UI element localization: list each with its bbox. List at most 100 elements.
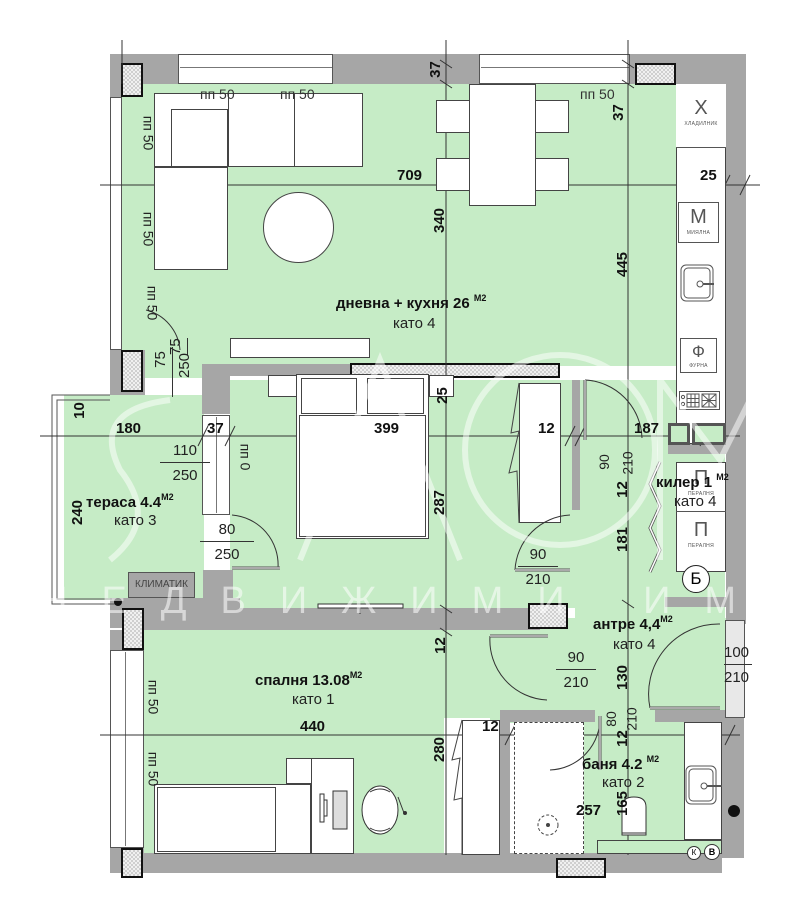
bath-left-wall [500,710,510,855]
room-bathroom-name: баня 4.2 М2 [582,754,660,773]
wardrobe-bedroom-1 [519,383,561,523]
room-terrace-name: тераса 4.4М2 [86,492,174,511]
room-closet-name: килер 1 М2 [656,472,729,491]
dim-terrace-240: 240 [69,499,87,526]
oven: Ф ФУРНА [680,338,717,373]
dim-top-right-37: 37 [609,104,627,121]
wardrobe-doors [508,382,520,524]
column-top-right [635,63,676,85]
window-label-bedroom-left-1: пп 50 [145,679,162,715]
dim-kitchen-wall-25: 25 [700,167,717,184]
bedroom1-left-wall [202,364,230,414]
dim-bedroom2-width-440: 440 [300,718,326,735]
bath-sink-icon [685,765,722,805]
kitchen-sink-icon [680,264,714,302]
oven-label: ФУРНА [689,363,708,369]
computer-icon [319,790,348,830]
room-hall-name: антре 4,4М2 [593,614,673,633]
right-wall [726,84,746,624]
meter-k: К [687,846,701,860]
bedroom-2-right-floor [444,628,492,718]
dishwasher-letter: М [690,206,707,228]
middle-wall [130,608,540,630]
opening-living-terrace-divider [172,347,173,397]
dishwasher: М МИЯЛНА [678,202,719,243]
dim-bedroom2-height-280: 280 [431,736,449,763]
watermark-text: НЕДВИЖИМИ ИМОТИ [40,580,800,622]
dim-bedroom1-height-287: 287 [431,489,449,516]
meter-v: В [704,844,720,860]
room-bathroom-floor: като 2 [602,774,645,791]
dim-wall-25-mid: 25 [433,387,451,404]
room-terrace-floor: като 3 [114,512,157,529]
dim-terrace-10: 10 [70,402,88,419]
dining-table [469,84,536,206]
right-wall-lower [722,718,744,858]
dim-closet-12: 12 [613,481,631,498]
terrace-door-glass [216,417,217,513]
opening-terrace-window: 110 250 [160,443,210,483]
column-bottom-mid [556,858,606,878]
beam-bedroom1-top [350,363,560,378]
dim-bedroom2-12: 12 [431,637,449,654]
toilet-icon [621,796,647,836]
room-bedroom-2-floor: като 1 [292,691,335,708]
opening-bedroom1-door: 90 210 [518,547,558,587]
air-conditioner: КЛИМАТИК [128,572,195,598]
bath-top-right-wall [655,710,725,722]
bedroom1-top-wall [202,364,382,376]
opening-bath-height: 210 [623,707,640,731]
bath-top-wall [505,710,595,722]
shower-drain-icon [537,814,559,836]
ac-column [203,570,233,600]
drain-pipe-icon-left [114,598,122,606]
hall-cabinet-1 [668,423,690,445]
opening-entrance-door: 100 210 [724,645,752,685]
dim-closet-181: 181 [614,526,632,553]
single-bed-blanket [157,787,276,852]
drain-pipe-icon [728,805,740,817]
washer-2-letter: П [693,519,709,541]
column-left-bottom [122,608,144,650]
dining-chair-3 [535,100,569,133]
opening-closet-width: 90 [595,454,612,470]
dim-partition-12: 12 [538,420,555,437]
dim-bath-width-257: 257 [576,802,602,819]
dim-bath-12: 12 [482,718,499,735]
room-closet-floor: като 4 [674,493,717,510]
wardrobe-bedroom-2 [462,720,500,855]
sofa-cushion-2 [228,93,295,167]
washer-1-label: ПЕРАЛНЯ [688,491,714,497]
top-wall-mid [333,54,479,84]
dishwasher-label: МИЯЛНА [686,230,711,236]
fridge: Х ХЛАДИЛНИК [676,84,726,148]
dim-terrace-width-180: 180 [116,420,142,437]
opening-living-terrace-height: 250 [176,352,194,379]
dim-hall-187: 187 [634,420,660,437]
washer-2-label: ПЕРАЛНЯ [688,543,714,549]
oven-letter: Ф [692,342,705,361]
dim-living-height-340: 340 [431,207,449,234]
window-label-left-3: пп 50 [144,285,161,321]
opening-living-terrace-width: 75 [151,351,169,368]
dim-kitchen-height-445: 445 [614,251,632,278]
room-living-kitchen-floor: като 4 [393,315,436,332]
dim-hall-130: 130 [614,664,632,691]
shower-tray [514,722,584,854]
window-top-right-glass [481,67,629,68]
room-hall-floor: като 4 [613,636,656,653]
sofa-chaise [154,167,228,270]
boiler-icon: Б [682,565,710,593]
opening-closet-height: 210 [619,451,636,475]
pillow-left [301,378,357,414]
office-chair-icon [361,785,407,835]
opening-bath-width: 80 [602,711,619,727]
window-left-bedroom [110,650,144,848]
bedside-table-right [429,375,454,397]
sofa-cushion-1 [171,109,228,167]
washer-1: П ПЕРАЛНЯ [676,462,726,512]
washer-1-letter: П [693,467,709,489]
